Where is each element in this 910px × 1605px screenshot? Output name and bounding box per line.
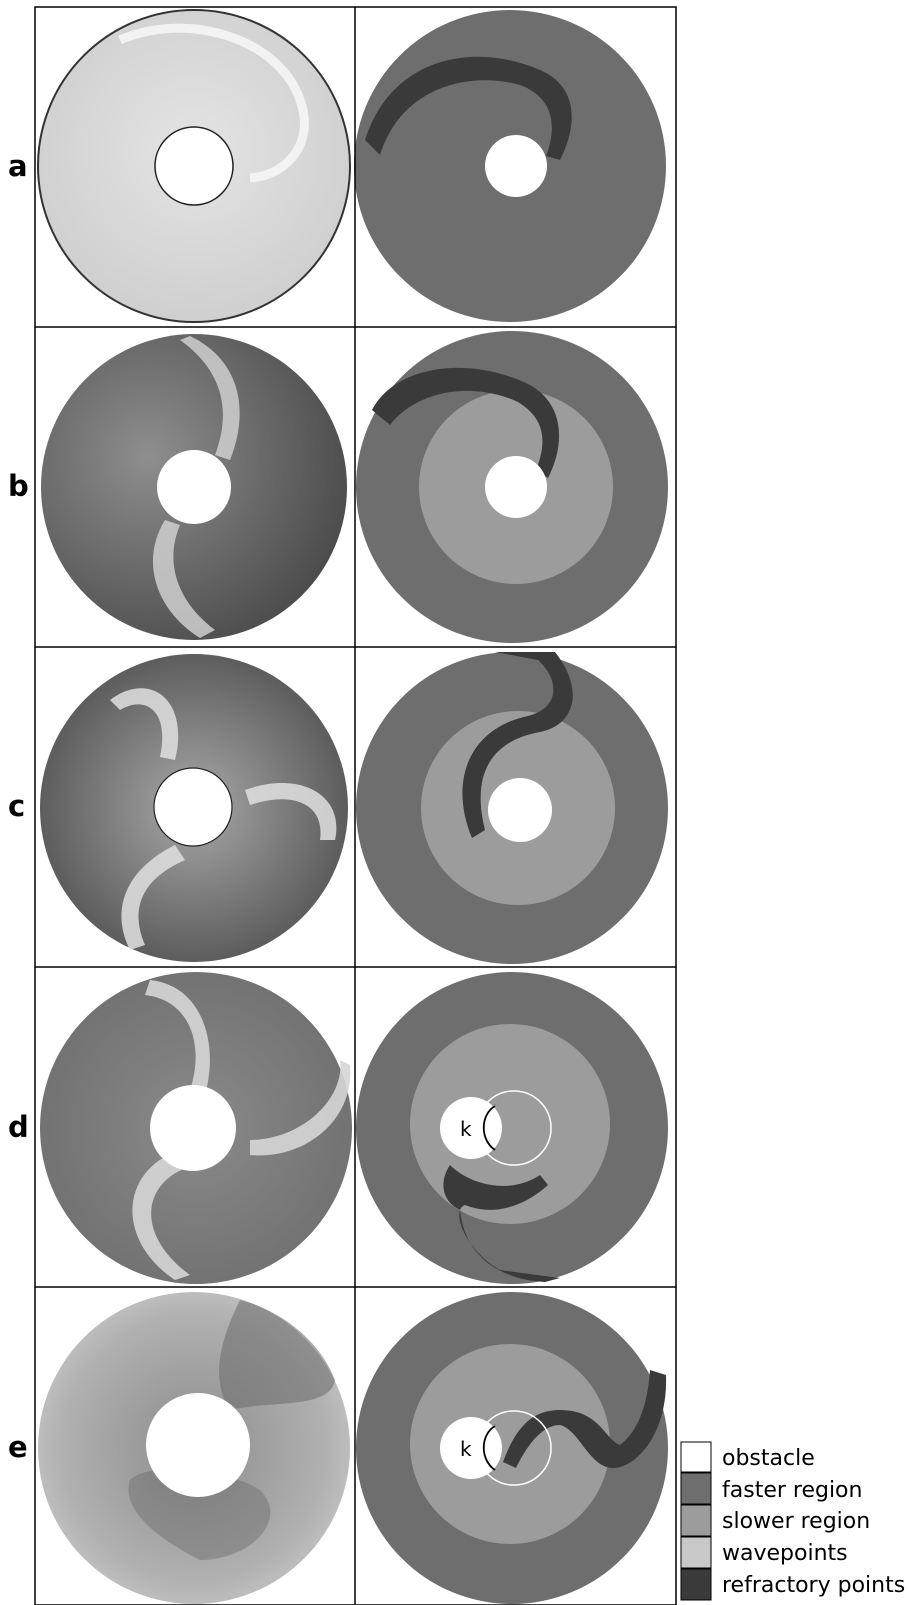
legend-label-faster-region: faster region <box>722 1478 862 1503</box>
simulation-panel-e: k <box>356 1292 668 1604</box>
obstacle-b-photo <box>157 450 231 524</box>
obstacle-e-photo <box>146 1393 250 1497</box>
row-label-d: d <box>8 1110 29 1144</box>
legend-swatch-wavepoints <box>681 1537 711 1568</box>
legend-swatch-slower-region <box>681 1505 711 1536</box>
row-d: d k <box>8 972 668 1284</box>
legend-swatch-refractory-points <box>681 1569 711 1600</box>
legend-label-refractory-points: refractory points <box>722 1573 905 1598</box>
legend-item-slower-region: slower region <box>681 1505 870 1536</box>
dark-region-e-1 <box>219 1300 335 1410</box>
row-label-e: e <box>8 1430 28 1464</box>
experiment-panel-b <box>41 334 347 640</box>
row-label-c: c <box>8 789 25 823</box>
k-label-e: k <box>460 1437 472 1461</box>
experiment-panel-e <box>38 1292 350 1604</box>
obstacle-c-sim <box>488 778 552 842</box>
simulation-panel-b <box>356 331 668 643</box>
legend-label-slower-region: slower region <box>722 1509 870 1534</box>
row-label-a: a <box>8 149 28 183</box>
row-a: a <box>8 10 666 322</box>
legend-label-wavepoints: wavepoints <box>722 1541 848 1566</box>
row-e: e k <box>8 1292 668 1604</box>
obstacle-a-sim <box>485 135 547 197</box>
simulation-panel-a <box>354 10 666 322</box>
obstacle-d-photo <box>150 1085 236 1171</box>
obstacle-b-sim <box>485 456 547 518</box>
obstacle-c-photo <box>154 768 232 846</box>
row-b: b <box>8 331 668 643</box>
legend-item-refractory-points: refractory points <box>681 1569 905 1600</box>
row-label-b: b <box>8 469 29 503</box>
simulation-panel-c <box>356 652 668 964</box>
experiment-panel-d <box>40 972 352 1284</box>
legend-label-obstacle: obstacle <box>722 1446 815 1471</box>
experiment-panel-c <box>40 654 348 962</box>
legend-swatch-obstacle <box>681 1442 711 1472</box>
legend-item-faster-region: faster region <box>681 1473 862 1504</box>
legend-item-wavepoints: wavepoints <box>681 1537 848 1568</box>
k-label-d: k <box>460 1117 472 1141</box>
obstacle-a-photo <box>155 127 233 205</box>
experiment-panel-a <box>38 10 350 322</box>
legend-item-obstacle: obstacle <box>681 1442 815 1472</box>
row-c: c <box>8 652 668 964</box>
slower-region-e <box>410 1344 610 1544</box>
legend: obstacle faster region slower region wav… <box>681 1442 905 1600</box>
legend-swatch-faster-region <box>681 1473 711 1504</box>
simulation-panel-d: k <box>356 972 668 1284</box>
